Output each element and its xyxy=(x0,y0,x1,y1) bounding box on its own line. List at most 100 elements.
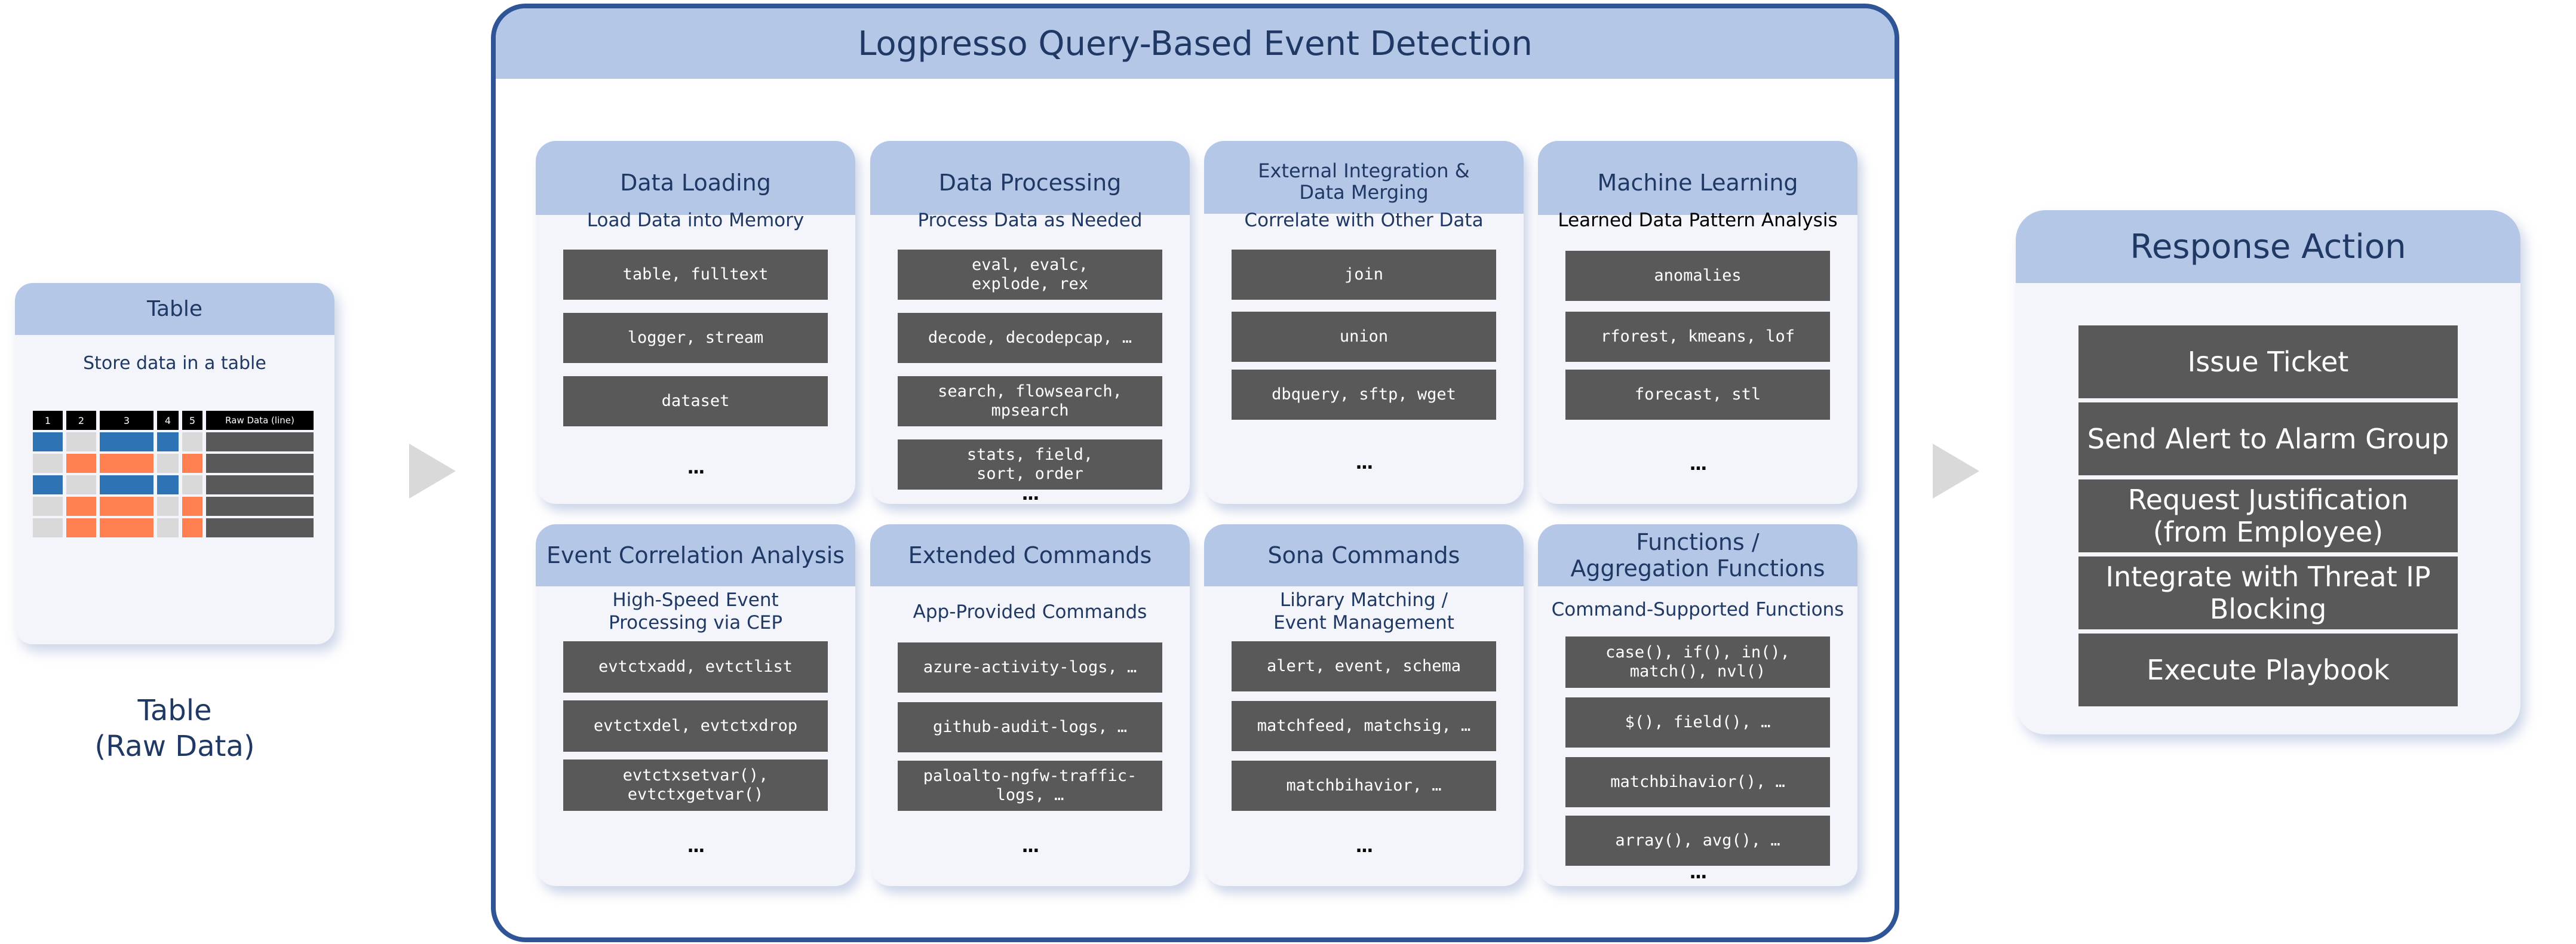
command-box: array(), avg(), … xyxy=(1565,816,1830,866)
card-subtitle: Learned Data Pattern Analysis xyxy=(1558,210,1838,231)
command-box: forecast, stl xyxy=(1565,370,1830,420)
card-subtitle: Load Data into Memory xyxy=(587,210,805,231)
table-cell xyxy=(66,497,96,516)
more-ellipsis: ... xyxy=(1689,862,1707,883)
card-title: Data Loading xyxy=(536,141,855,215)
card-title: External Integration & Data Merging xyxy=(1204,141,1524,214)
command-box: $(), field(), … xyxy=(1565,697,1830,748)
table-col-header: 4 xyxy=(157,411,179,430)
table-cell xyxy=(206,518,314,537)
command-box: dbquery, sftp, wget xyxy=(1232,370,1496,420)
table-cell xyxy=(182,432,202,451)
card-title: Data Processing xyxy=(870,141,1190,215)
action-box: Integrate with Threat IP Blocking xyxy=(2078,556,2458,629)
card-title: Sona Commands xyxy=(1204,524,1524,586)
action-box: Send Alert to Alarm Group xyxy=(2078,402,2458,475)
table-illustration: 1 2 3 4 5 Raw Data (line) xyxy=(33,411,314,537)
action-box: Request Justification (from Employee) xyxy=(2078,479,2458,552)
command-box: matchbihavior, … xyxy=(1232,761,1496,811)
table-cell xyxy=(182,454,202,473)
table-cell xyxy=(157,432,179,451)
table-cell xyxy=(182,497,202,516)
table-cell xyxy=(206,432,314,451)
command-box: matchfeed, matchsig, … xyxy=(1232,701,1496,751)
command-box: alert, event, schema xyxy=(1232,641,1496,691)
table-cell xyxy=(33,454,63,473)
table-caption: Table (Raw Data) xyxy=(0,693,349,764)
action-box: Execute Playbook xyxy=(2078,634,2458,706)
command-box: case(), if(), in(), match(), nvl() xyxy=(1565,636,1830,688)
command-box: union xyxy=(1232,312,1496,362)
command-box: join xyxy=(1232,250,1496,300)
table-cell xyxy=(33,518,63,537)
command-box: decode, decodepcap, … xyxy=(898,313,1162,363)
command-box: search, flowsearch, mpsearch xyxy=(898,376,1162,426)
card-data-processing: Data Processing Process Data as Needed e… xyxy=(870,141,1190,504)
command-box: table, fulltext xyxy=(563,250,828,300)
command-box: paloalto-ngfw-traffic- logs, … xyxy=(898,761,1162,811)
card-subtitle: Command-Supported Functions xyxy=(1551,599,1844,620)
table-col-header: 3 xyxy=(100,411,153,430)
table-cell xyxy=(33,497,63,516)
flow-arrow-right-icon xyxy=(1933,444,1979,499)
table-cell xyxy=(66,475,96,494)
command-box: matchbihavior(), … xyxy=(1565,757,1830,807)
table-cell xyxy=(206,497,314,516)
table-card: Table Store data in a table 1 2 3 4 5 Ra… xyxy=(15,283,334,644)
table-cell xyxy=(100,497,153,516)
table-col-header: 1 xyxy=(33,411,63,430)
table-cell xyxy=(206,454,314,473)
table-cell xyxy=(100,454,153,473)
more-ellipsis: ... xyxy=(1355,453,1373,473)
table-cell xyxy=(182,475,202,494)
table-caption-line1: Table xyxy=(137,694,212,727)
action-box: Issue Ticket xyxy=(2078,325,2458,398)
command-box: anomalies xyxy=(1565,251,1830,301)
more-ellipsis: ... xyxy=(1021,484,1039,504)
table-cell xyxy=(100,432,153,451)
card-title: Event Correlation Analysis xyxy=(536,524,855,586)
card-title: Machine Learning xyxy=(1538,141,1857,215)
table-cell xyxy=(206,475,314,494)
detection-container: Logpresso Query-Based Event Detection Da… xyxy=(491,4,1899,942)
command-box: stats, field, sort, order xyxy=(898,439,1162,490)
card-machine-learning: Machine Learning Learned Data Pattern An… xyxy=(1538,141,1857,504)
table-cell xyxy=(33,475,63,494)
command-box: rforest, kmeans, lof xyxy=(1565,312,1830,362)
card-title: Functions / Aggregation Functions xyxy=(1538,524,1857,586)
table-cell xyxy=(157,454,179,473)
more-ellipsis: ... xyxy=(1021,836,1039,857)
card-sona-commands: Sona Commands Library Matching / Event M… xyxy=(1204,524,1524,886)
more-ellipsis: ... xyxy=(1355,836,1373,857)
table-col-header: 2 xyxy=(66,411,96,430)
table-cell xyxy=(182,518,202,537)
more-ellipsis: ... xyxy=(687,457,705,478)
detection-title: Logpresso Query-Based Event Detection xyxy=(496,8,1895,79)
card-external-integration: External Integration & Data Merging Corr… xyxy=(1204,141,1524,504)
command-box: github-audit-logs, … xyxy=(898,702,1162,752)
card-event-correlation: Event Correlation Analysis High-Speed Ev… xyxy=(536,524,855,886)
table-cell xyxy=(66,454,96,473)
card-subtitle: High-Speed Event Processing via CEP xyxy=(608,589,783,634)
card-subtitle: Correlate with Other Data xyxy=(1244,210,1484,231)
table-card-header: Table xyxy=(15,283,334,335)
table-cell xyxy=(157,497,179,516)
table-col-header: Raw Data (line) xyxy=(206,411,314,430)
command-box: evtctxsetvar(), evtctxgetvar() xyxy=(563,759,828,811)
table-cell xyxy=(100,518,153,537)
table-card-subtitle: Store data in a table xyxy=(83,353,266,374)
more-ellipsis: ... xyxy=(1689,454,1707,475)
card-subtitle: Process Data as Needed xyxy=(917,210,1143,231)
table-cell xyxy=(33,432,63,451)
command-box: dataset xyxy=(563,376,828,426)
card-extended-commands: Extended Commands App-Provided Commands … xyxy=(870,524,1190,886)
command-box: azure-activity-logs, … xyxy=(898,642,1162,693)
flow-arrow-right-icon xyxy=(409,444,456,499)
more-ellipsis: ... xyxy=(687,836,705,857)
card-functions: Functions / Aggregation Functions Comman… xyxy=(1538,524,1857,886)
card-data-loading: Data Loading Load Data into Memory table… xyxy=(536,141,855,504)
command-box: evtctxadd, evtctlist xyxy=(563,641,828,693)
response-action-card: Response Action Issue Ticket Send Alert … xyxy=(2016,210,2520,734)
card-title: Extended Commands xyxy=(870,524,1190,586)
table-cell xyxy=(66,432,96,451)
